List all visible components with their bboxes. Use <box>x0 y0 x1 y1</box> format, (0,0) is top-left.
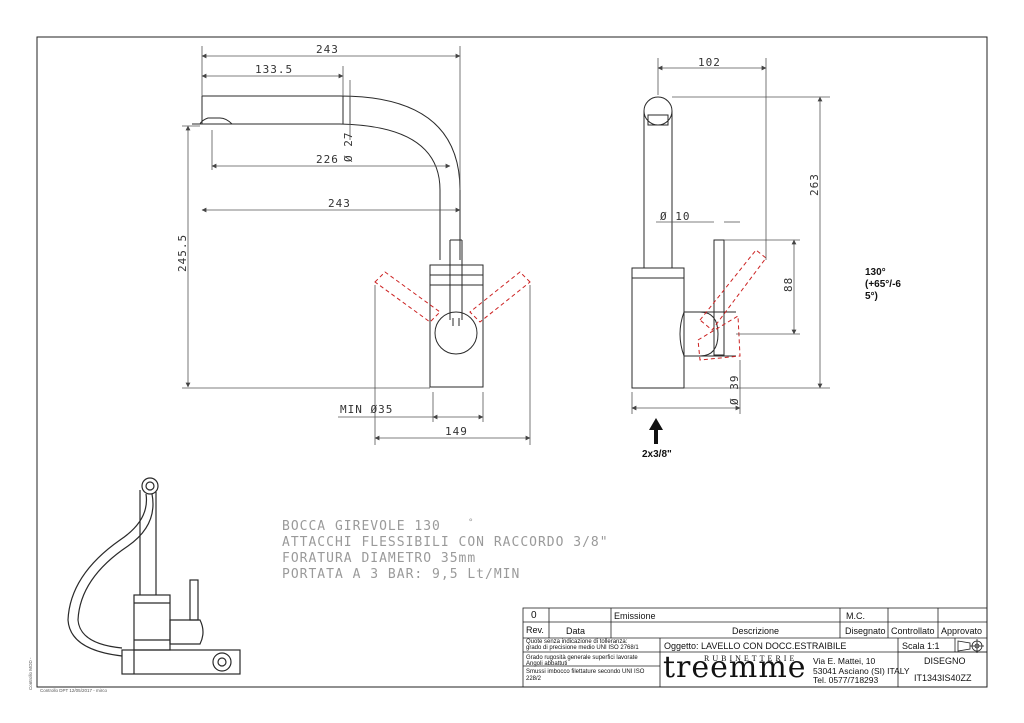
brand-logo: treemme <box>663 650 807 685</box>
front-view <box>192 95 484 388</box>
dim-243: 243 <box>328 197 351 210</box>
rev-drawn: M.C. <box>846 611 865 621</box>
projection-symbol-icon <box>957 639 984 653</box>
tolerance-line-3: Grado rugosità generale superfici lavora… <box>526 655 638 661</box>
brand-tagline: RUBINETTERIE <box>704 654 798 663</box>
note-degree: ° <box>468 518 474 528</box>
dim-245-5: 245.5 <box>176 234 189 272</box>
subject: Oggetto: LAVELLO CON DOCC.ESTRAIBILE <box>664 641 847 651</box>
tolerance-line-6: 228/2 <box>526 676 542 682</box>
dim-243-top: 243 <box>316 43 339 56</box>
dim-226: 226 <box>316 153 339 166</box>
faucet-sketch <box>67 477 241 675</box>
header-description: Descrizione <box>732 626 780 636</box>
drawing-number: IT1343IS40ZZ <box>914 673 972 683</box>
address-line-2: 53041 Asciano (SI) ITALY <box>813 666 910 676</box>
margin-left-text: Controllo MOD - <box>28 657 33 690</box>
front-dim-lines <box>182 46 531 445</box>
dim-spout-diameter: Ø 27 <box>342 132 355 163</box>
rotation-note-2: (+65°/-6 <box>865 279 901 290</box>
header-date: Data <box>566 626 586 636</box>
header-drawn: Disegnato <box>845 626 886 636</box>
tolerance-line-2: grado di precisione medio UNI ISO 2768/1 <box>526 645 639 651</box>
dim-connection: 2x3/8" <box>642 449 672 460</box>
side-dim-lines <box>631 58 830 414</box>
tolerance-line-5: Smussi imbocco filettature secondo UNI I… <box>526 669 645 675</box>
tolerance-line-4: Angoli abbattuti <box>526 661 568 667</box>
margin-bottom-text: Controllo DPT 12/05/2017 - mirco <box>40 688 107 693</box>
note-flow: PORTATA A 3 BAR: 9,5 Lt/MIN <box>282 567 520 582</box>
dim-133-5: 133.5 <box>255 63 293 76</box>
note-connectors: ATTACCHI FLESSIBILI CON RACCORDO 3/8" <box>282 535 609 550</box>
title-block-grid <box>522 607 988 688</box>
rotation-note-1: 130° <box>865 267 886 278</box>
note-swivel: BOCCA GIREVOLE 130 <box>282 519 441 534</box>
note-hole: FORATURA DIAMETRO 35mm <box>282 551 476 566</box>
header-rev: Rev. <box>526 625 544 635</box>
header-approved: Approvato <box>941 626 983 636</box>
tolerance-line-1: Quote senza indicazione di tolleranza: <box>526 639 628 645</box>
dim-88: 88 <box>782 277 795 292</box>
address-line-1: Via E. Mattei, 10 <box>813 656 876 666</box>
rev-value: 0 <box>531 610 537 621</box>
sheet-border <box>36 36 988 688</box>
dim-102: 102 <box>698 56 721 69</box>
header-checked: Controllato <box>891 626 935 636</box>
side-view <box>631 96 736 389</box>
connection-arrow-icon <box>649 418 663 444</box>
rotation-note-3: 5°) <box>865 291 878 302</box>
dim-base-diameter: Ø 39 <box>728 375 741 406</box>
drawing-label: DISEGNO <box>924 656 966 666</box>
address-line-3: Tel. 0577/718293 <box>813 675 879 685</box>
dim-263: 263 <box>808 173 821 196</box>
dim-lever-diameter: Ø 10 <box>660 210 691 223</box>
side-lever-rotation <box>697 249 767 361</box>
scale: Scala 1:1 <box>902 641 940 651</box>
dim-min-hole: MIN Ø35 <box>340 403 393 416</box>
rev-description: Emissione <box>614 611 656 621</box>
front-lever-rotation <box>374 271 531 323</box>
dim-149: 149 <box>445 425 468 438</box>
